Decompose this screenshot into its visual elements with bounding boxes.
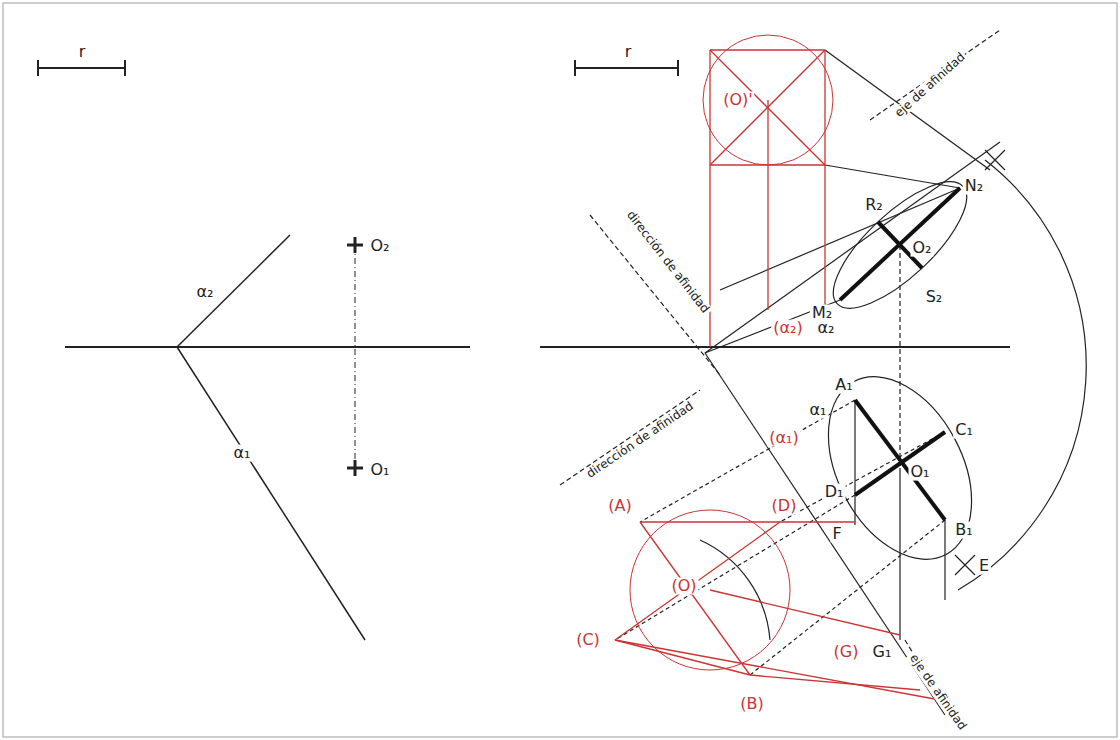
scale-label: r bbox=[623, 44, 634, 61]
point-label: G₁ bbox=[871, 644, 894, 661]
point-label: C₁ bbox=[953, 422, 975, 439]
point-label: R₂ bbox=[863, 197, 885, 214]
trace-label: α₁ bbox=[808, 402, 829, 419]
point-label: B₁ bbox=[953, 522, 974, 539]
point-label: O₁ bbox=[368, 462, 391, 479]
point-label: S₂ bbox=[924, 289, 945, 306]
point-label: D₁ bbox=[823, 484, 846, 501]
point-label: (B) bbox=[738, 696, 765, 713]
trace-label: (α₂) bbox=[771, 320, 804, 337]
point-label: (D) bbox=[770, 498, 799, 515]
point-label: (O) bbox=[669, 578, 698, 595]
point-label: E bbox=[977, 558, 991, 575]
point-label: O₂ bbox=[910, 240, 933, 257]
trace-label: α₂ bbox=[195, 284, 216, 301]
axis-note: eje de afinidad bbox=[891, 49, 969, 121]
point-label: M₂ bbox=[810, 305, 834, 322]
direction-note: dirección de afinidad bbox=[623, 207, 713, 317]
point-label: (G) bbox=[832, 644, 861, 661]
point-label: (A) bbox=[606, 498, 633, 515]
trace-label: α₂ bbox=[816, 320, 837, 337]
scale-label: r bbox=[77, 44, 88, 61]
point-label: F bbox=[830, 526, 843, 543]
point-label: (O)' bbox=[721, 92, 754, 109]
point-label: A₁ bbox=[833, 377, 854, 394]
point-label: N₂ bbox=[963, 178, 985, 195]
trace-label: (α₁) bbox=[767, 430, 800, 447]
trace-label: α₁ bbox=[232, 445, 253, 462]
axis-note: eje de afinidad bbox=[906, 650, 970, 734]
direction-note: dirección de afinidad bbox=[583, 399, 697, 482]
point-label: O₁ bbox=[908, 464, 931, 481]
point-label: O₂ bbox=[368, 238, 391, 255]
point-label: (C) bbox=[574, 632, 602, 649]
